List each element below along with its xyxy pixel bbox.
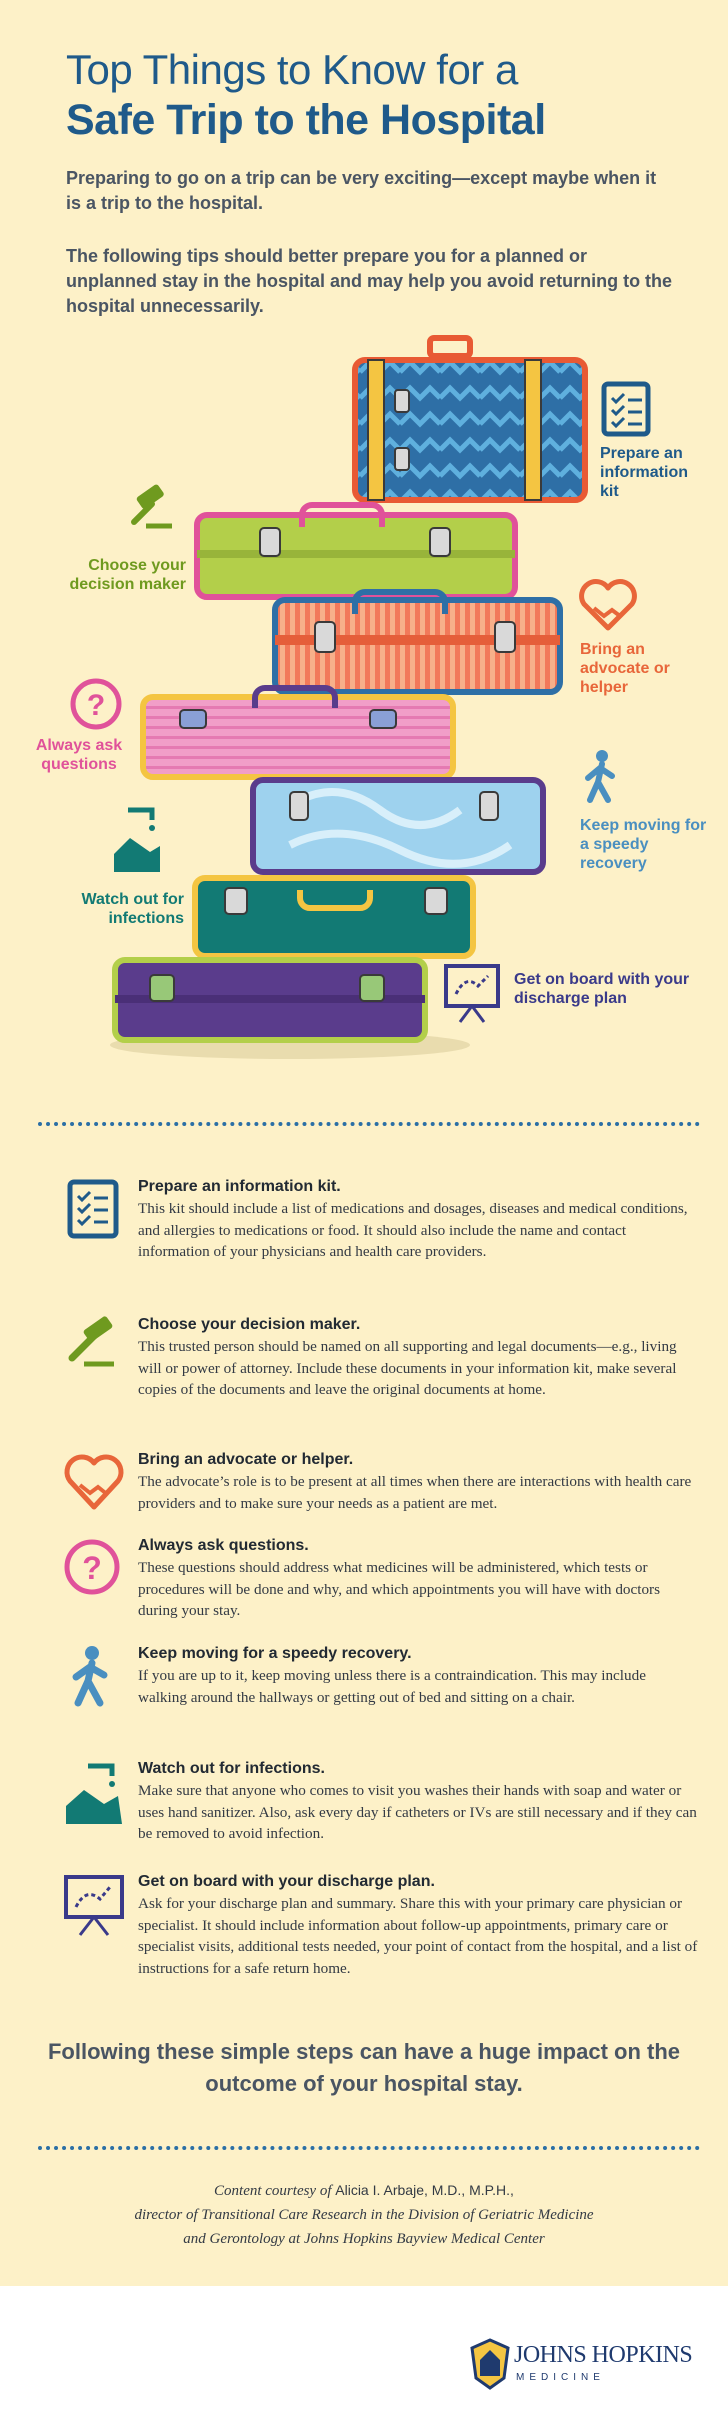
label-decision-maker: Choose your decision maker <box>69 557 187 593</box>
suitcase-orange <box>272 589 563 695</box>
checklist-scroll-icon <box>67 1179 119 1239</box>
tip-discharge: Get on board with your discharge plan. A… <box>62 1873 702 2013</box>
logo-subtitle: MEDICINE <box>516 2372 605 2383</box>
suitcase-green <box>194 502 518 600</box>
johns-hopkins-logo[interactable]: JOHNS HOPKINS MEDICINE <box>470 2338 700 2394</box>
checklist-scroll-icon <box>601 381 651 437</box>
suitcase-teal <box>192 875 476 959</box>
label-moving: Keep moving for a speedy recovery <box>580 817 707 872</box>
suitcase-purple <box>112 957 428 1043</box>
tip-title: Always ask questions. <box>138 1537 309 1554</box>
tip-body: This kit should include a list of medica… <box>138 1200 688 1260</box>
intro-paragraph-2: The following tips should better prepare… <box>66 246 673 316</box>
page-title-line2: Safe Trip to the Hospital <box>66 96 546 144</box>
tip-advocate: Bring an advocate or helper. The advocat… <box>62 1451 702 1531</box>
tip-title: Watch out for infections. <box>138 1760 325 1777</box>
credit-author-name: Alicia I. Arbaje, M.D., M.P.H., <box>335 2182 514 2198</box>
tip-title: Choose your decision maker. <box>138 1316 361 1333</box>
gavel-icon <box>68 1316 114 1367</box>
page-title-line1: Top Things to Know for a <box>66 46 518 93</box>
tip-title: Bring an advocate or helper. <box>138 1451 354 1468</box>
handshake-heart-icon <box>64 1454 124 1510</box>
footer: JOHNS HOPKINS MEDICINE <box>0 2286 728 2427</box>
label-discharge: Get on board with your discharge plan <box>514 971 690 1007</box>
plan-board-icon <box>64 1875 124 1936</box>
content-credit: Content courtesy of Alicia I. Arbaje, M.… <box>40 2178 688 2251</box>
closing-statement: Following these simple steps can have a … <box>47 2039 681 2096</box>
tip-moving: Keep moving for a speedy recovery. If yo… <box>62 1645 702 1745</box>
tip-title: Prepare an information kit. <box>138 1178 341 1195</box>
tip-body: Make sure that anyone who comes to visit… <box>138 1782 697 1842</box>
suitcase-stack-svg: ? <box>70 335 651 1059</box>
tip-decision-maker: Choose your decision maker. This trusted… <box>62 1316 702 1436</box>
label-info-kit: Prepare an information kit <box>600 445 688 500</box>
svg-text:?: ? <box>82 1550 102 1586</box>
tip-body: The advocate’s role is to be present at … <box>138 1473 692 1512</box>
credit-line-3: and Gerontology at Johns Hopkins Bayview… <box>183 2231 545 2247</box>
credit-line-2: director of Transitional Care Research i… <box>134 2207 594 2223</box>
intro-paragraph-1: Preparing to go on a trip can be very ex… <box>66 168 657 213</box>
tip-body: Ask for your discharge plan and summary.… <box>138 1895 698 1977</box>
logo-name: JOHNS HOPKINS <box>514 2342 693 2368</box>
suitcase-light-blue <box>250 777 546 875</box>
credit-prefix: Content courtesy of <box>214 2183 336 2199</box>
suitcase-pink <box>140 685 456 780</box>
tip-infections: Watch out for infections. Make sure that… <box>62 1760 702 1860</box>
divider-bottom <box>38 2146 700 2150</box>
label-advocate: Bring an advocate or helper <box>580 641 670 696</box>
tip-title: Get on board with your discharge plan. <box>138 1873 435 1890</box>
label-infections: Watch out for infections <box>81 891 185 927</box>
suitcase-blue-zigzag <box>352 335 588 503</box>
tip-info-kit: Prepare an information kit. This kit sho… <box>62 1178 702 1298</box>
tip-body: These questions should address what medi… <box>138 1559 661 1619</box>
tip-body: This trusted person should be named on a… <box>138 1338 677 1398</box>
suitcase-stack-illustration: ? Prepare an information kit Choose your… <box>0 330 728 1070</box>
hand-washing-icon <box>114 807 160 872</box>
question-mark-icon: ? <box>64 1539 120 1595</box>
plan-board-icon <box>444 964 500 1023</box>
svg-text:?: ? <box>87 689 105 722</box>
hand-washing-icon <box>66 1763 122 1824</box>
label-questions: Always ask questions <box>35 737 123 773</box>
walking-person-icon <box>72 1646 108 1707</box>
shield-icon <box>470 2338 510 2390</box>
walking-person-icon <box>585 750 615 803</box>
tip-title: Keep moving for a speedy recovery. <box>138 1645 412 1662</box>
handshake-heart-icon <box>579 579 637 631</box>
question-mark-icon: ? <box>70 678 122 730</box>
divider-top <box>38 1122 700 1126</box>
credit-line-1: Content courtesy of Alicia I. Arbaje, M.… <box>40 2178 688 2203</box>
tip-body: If you are up to it, keep moving unless … <box>138 1667 646 1706</box>
tip-questions: ? Always ask questions. These questions … <box>62 1537 702 1637</box>
gavel-icon <box>131 484 172 529</box>
